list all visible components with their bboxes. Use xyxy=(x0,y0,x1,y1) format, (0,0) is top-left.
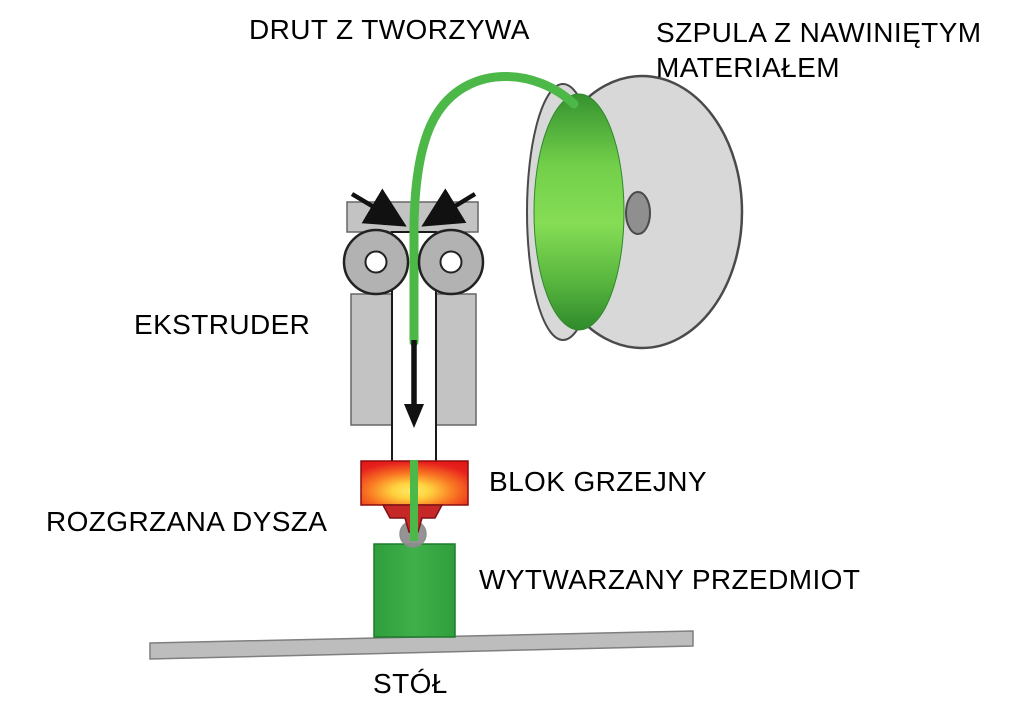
label-spool-line2: MATERIAŁEM xyxy=(656,52,840,83)
printed-object xyxy=(373,543,456,638)
spool-wound-filament xyxy=(533,93,625,331)
label-spool: SZPULA Z NAWINIĘTYM MATERIAŁEM xyxy=(656,15,982,85)
feed-arrow-right xyxy=(421,188,477,227)
drive-rollers xyxy=(342,228,485,296)
feed-arrows xyxy=(350,188,477,428)
filament-strand xyxy=(409,72,579,347)
filament-spool xyxy=(526,74,744,350)
label-extruder: EKSTRUDER xyxy=(134,309,311,340)
roller-right-axle xyxy=(439,250,463,274)
label-object: WYTWARZANY PRZEDMIOT xyxy=(479,564,861,595)
roller-left-axle xyxy=(364,250,388,274)
label-heating-block: BLOK GRZEJNY xyxy=(489,466,707,497)
label-table: STÓŁ xyxy=(373,668,448,699)
label-filament: DRUT Z TWORZYWA xyxy=(249,14,530,45)
label-nozzle: ROZGRZANA DYSZA xyxy=(46,506,328,537)
down-arrow-head xyxy=(404,404,424,428)
spool-hub-hole xyxy=(625,191,651,235)
print-table xyxy=(149,630,694,660)
label-spool-line1: SZPULA Z NAWINIĘTYM xyxy=(656,17,982,48)
feed-arrow-left xyxy=(350,188,407,227)
